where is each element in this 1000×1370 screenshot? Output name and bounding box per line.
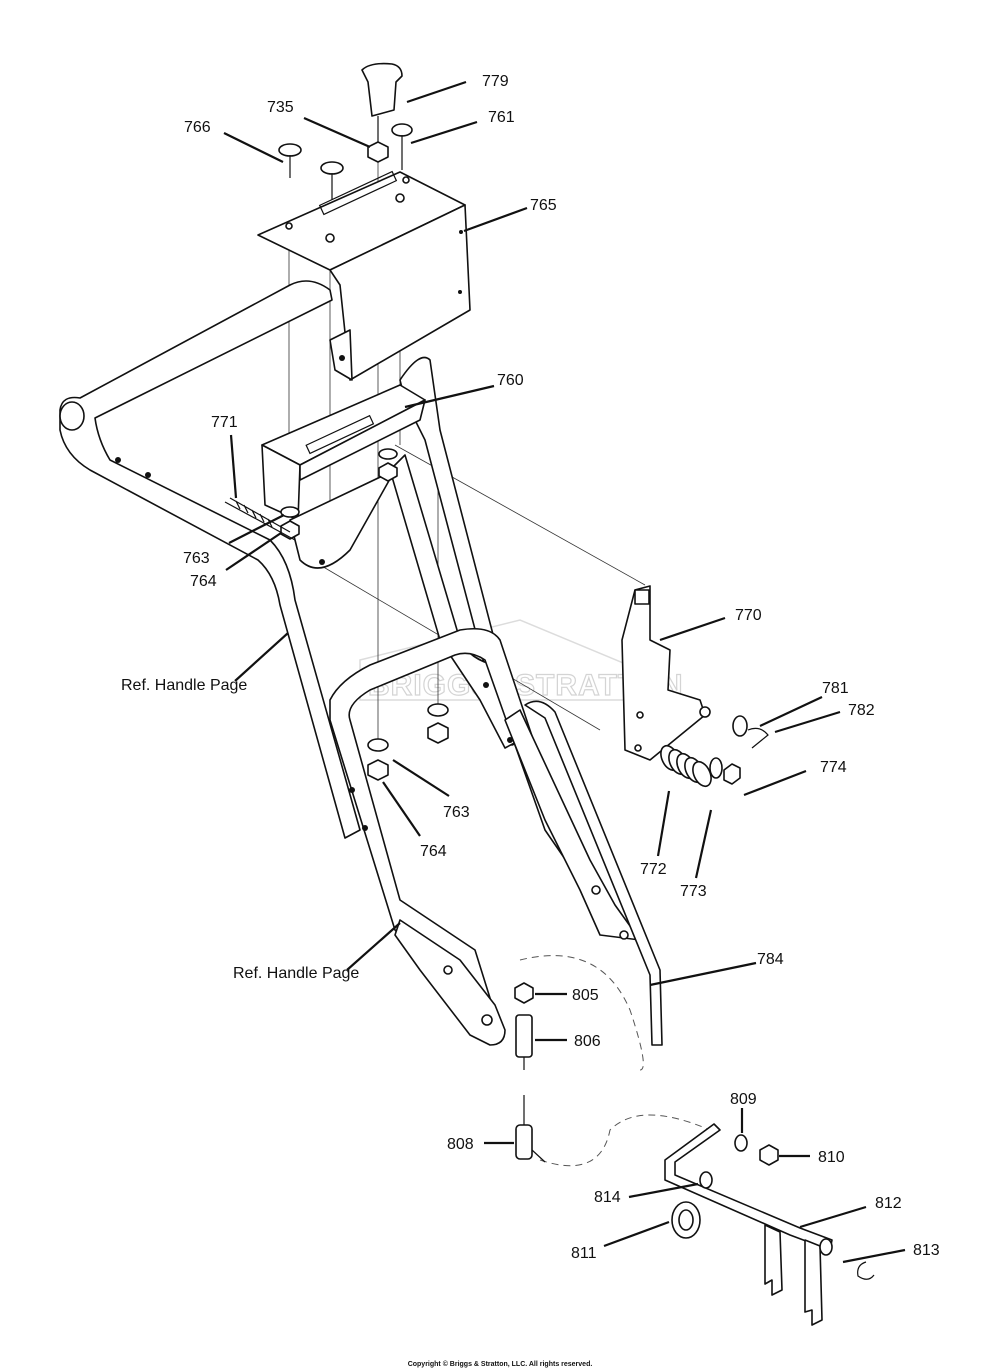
ref-handle-lower: Ref. Handle Page — [233, 965, 359, 982]
shift-rod-784 — [524, 700, 663, 1046]
spacer-group — [514, 982, 546, 1163]
callout-784: 784 — [757, 951, 784, 968]
callout-812: 812 — [875, 1195, 902, 1212]
reference-labels: Ref. Handle Page Ref. Handle Page — [121, 677, 359, 982]
callout-781: 781 — [822, 680, 849, 697]
callout-808: 808 — [447, 1136, 474, 1153]
callout-764-lower: 764 — [420, 843, 447, 860]
callout-779: 779 — [482, 73, 509, 90]
callout-763-upper: 763 — [183, 550, 210, 567]
bracket-760 — [261, 384, 426, 569]
callout-811: 811 — [571, 1245, 597, 1262]
shift-plate-765 — [257, 170, 471, 381]
callout-760: 760 — [497, 372, 524, 389]
leader-lines — [223, 80, 906, 1264]
fasteners-top — [278, 62, 413, 200]
shift-lever-770 — [621, 585, 711, 761]
callout-765: 765 — [530, 197, 557, 214]
spring-771 — [224, 497, 296, 541]
callout-774: 774 — [820, 759, 847, 776]
ref-handle-upper: Ref. Handle Page — [121, 677, 247, 694]
callout-813: 813 — [913, 1242, 940, 1259]
callout-782: 782 — [848, 702, 875, 719]
callout-764-upper: 764 — [190, 573, 217, 590]
copyright-notice: Copyright © Briggs & Stratton, LLC. All … — [408, 1360, 593, 1368]
callouts: 779 735 761 766 765 760 771 763 764 770 … — [183, 73, 940, 1262]
callout-772: 772 — [640, 861, 667, 878]
callout-766: 766 — [184, 119, 211, 136]
spring-772-assembly — [660, 715, 769, 788]
callout-809: 809 — [730, 1091, 757, 1108]
handle-frame — [59, 280, 641, 1046]
callout-761: 761 — [488, 109, 515, 126]
callout-735: 735 — [267, 99, 294, 116]
callout-763-lower: 763 — [443, 804, 470, 821]
callout-773: 773 — [680, 883, 707, 900]
shift-arm-812 — [664, 1123, 875, 1326]
callout-805: 805 — [572, 987, 599, 1004]
callout-771: 771 — [211, 414, 238, 431]
callout-806: 806 — [574, 1033, 601, 1050]
callout-814: 814 — [594, 1189, 621, 1206]
callout-770: 770 — [735, 607, 762, 624]
callout-810: 810 — [818, 1149, 845, 1166]
